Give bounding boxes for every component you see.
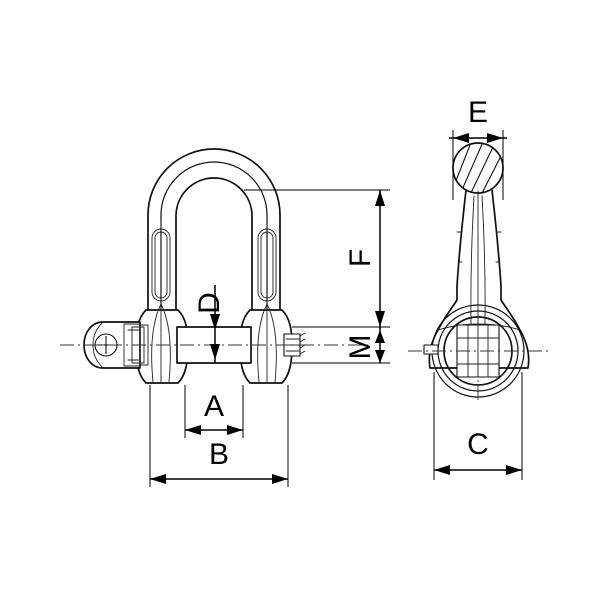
dimension-M: M [292,327,390,364]
bow-leg-highlight-left [151,221,171,311]
dimension-A: A [184,385,244,438]
dimension-label-C: C [467,428,489,461]
dimension-label-M: M [344,335,377,360]
dimension-label-E: E [468,96,488,129]
bow-leg-highlight-right [257,221,277,311]
dimension-label-D: D [193,292,226,314]
dimension-D: D [193,285,226,363]
dimension-label-F: F [344,249,377,267]
dimension-B: B [149,385,289,487]
dimension-C: C [433,372,523,480]
dimension-E: E [449,96,507,200]
front-view: D F M A [60,148,390,487]
shackle-eye-right [239,303,293,384]
dimension-label-B: B [209,438,229,471]
dimension-label-A: A [204,390,224,423]
side-eye-tab [423,344,439,355]
dimension-F: F [244,189,390,328]
side-view: E C [408,96,552,480]
